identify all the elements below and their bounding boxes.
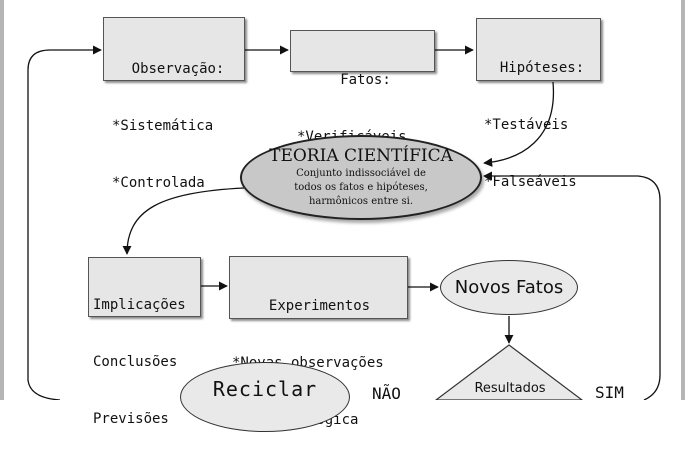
- observacao-title: Observação:: [131, 61, 225, 77]
- resultados-label: Resultados: [474, 381, 546, 396]
- hipoteses-title: Hipóteses:: [499, 60, 585, 76]
- arrow-teoria-to-implicacoes: [122, 187, 245, 255]
- observacao-item: *Sistemática: [112, 118, 214, 134]
- observacao-item: *Controlada: [112, 175, 205, 191]
- teoria-description-line: harmônicos entre si.: [308, 196, 414, 207]
- sim-label: SIM: [595, 383, 624, 402]
- connector-layer: [27, 45, 661, 400]
- experimentos-title: Experimentos: [268, 298, 371, 314]
- nao-label: NÃO: [372, 384, 401, 403]
- implicacoes-item: Previsões: [93, 411, 169, 427]
- teoria-cientifica-ellipse: TEORIA CIENTÍFICA Conjunto indissociável…: [240, 135, 482, 220]
- teoria-description-line: todos os fatos e hipóteses,: [294, 182, 428, 193]
- experimentos-box: Experimentos *Novas observações *Análise…: [229, 256, 408, 428]
- arrow-sim-to-teoria: [483, 171, 661, 400]
- fatos-box: Fatos: *Verificáveis: [290, 30, 435, 145]
- implicacoes-item: Implicações: [93, 297, 186, 313]
- teoria-title: TEORIA CIENTÍFICA: [269, 146, 453, 166]
- reciclar-ellipse: Reciclar: [180, 362, 350, 432]
- teoria-description-line: Conjunto indissociável de: [296, 168, 426, 179]
- novos-fatos-label: Novos Fatos: [454, 277, 564, 298]
- arrow-hipoteses-to-teoria: [483, 81, 555, 167]
- observacao-box: Observação: *Sistemática *Controlada: [103, 17, 245, 191]
- hipoteses-box: Hipóteses: *Testáveis *Falseáveis: [476, 18, 601, 190]
- implicacoes-box: Implicações Conclusões Previsões: [88, 257, 201, 427]
- resultados-diamond: [435, 344, 583, 400]
- implicacoes-item: Conclusões: [93, 354, 178, 370]
- hipoteses-item: *Testáveis: [484, 117, 569, 133]
- hipoteses-item: *Falseáveis: [484, 174, 577, 190]
- novos-fatos-ellipse: Novos Fatos: [440, 260, 578, 315]
- arrow-nao-to-observacao: [27, 45, 102, 400]
- reciclar-label: Reciclar: [212, 377, 318, 401]
- fatos-title: Fatos:: [340, 72, 391, 88]
